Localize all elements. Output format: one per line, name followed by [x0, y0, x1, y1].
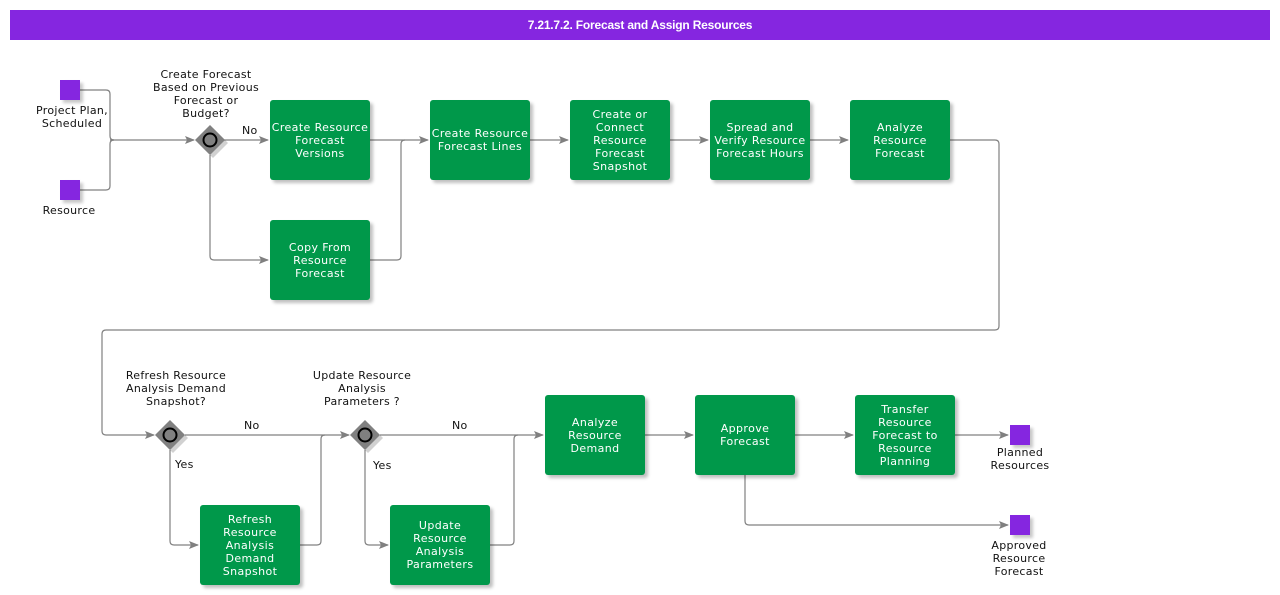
- gateway-gw2[interactable]: [155, 420, 188, 453]
- diagram-title: 7.21.7.2. Forecast and Assign Resources: [10, 10, 1270, 40]
- gateway-gw3[interactable]: [350, 420, 383, 453]
- flow-label-gw3-no: No: [452, 419, 468, 432]
- connector-gw3-yes: [364, 450, 389, 549]
- data-object-planned-resources[interactable]: [1010, 425, 1030, 445]
- gateway-question-gw2: Refresh Resource Analysis Demand Snapsho…: [125, 369, 227, 408]
- connector-gw1-yes: [209, 155, 269, 264]
- task-update-analysis-parameters[interactable]: Update Resource Analysis Parameters: [390, 505, 490, 585]
- task-analyze-resource-forecast[interactable]: Analyze Resource Forecast: [850, 100, 950, 180]
- connector-resource: [80, 139, 115, 191]
- connector-t10-approved: [744, 475, 1009, 529]
- connector-t8-t9: [490, 434, 519, 546]
- gateway-circle-icon: [162, 427, 178, 443]
- task-create-resource-forecast-lines[interactable]: Create Resource Forecast Lines: [430, 100, 530, 180]
- connector-t7-gw3: [300, 434, 326, 546]
- task-approve-forecast[interactable]: Approve Forecast: [695, 395, 795, 475]
- connector-gw2-yes: [169, 450, 199, 549]
- task-analyze-resource-demand[interactable]: Analyze Resource Demand: [545, 395, 645, 475]
- task-transfer-to-resource-planning[interactable]: Transfer Resource Forecast to Resource P…: [855, 395, 955, 475]
- gateway-question-gw1: Create Forecast Based on Previous Foreca…: [152, 68, 260, 120]
- gateway-question-gw3: Update Resource Analysis Parameters ?: [312, 369, 412, 408]
- task-create-resource-forecast-versions[interactable]: Create Resource Forecast Versions: [270, 100, 370, 180]
- data-object-project-plan[interactable]: [60, 80, 80, 100]
- gateway-circle-icon: [202, 132, 218, 148]
- data-label-approved-resource-forecast: Approved Resource Forecast: [991, 539, 1047, 578]
- task-spread-and-verify-hours[interactable]: Spread and Verify Resource Forecast Hour…: [710, 100, 810, 180]
- data-object-resource[interactable]: [60, 180, 80, 200]
- data-label-project-plan: Project Plan, Scheduled: [36, 104, 108, 130]
- data-label-planned-resources: Planned Resources: [990, 446, 1050, 472]
- task-create-or-connect-snapshot[interactable]: Create or Connect Resource Forecast Snap…: [570, 100, 670, 180]
- connector-t2-t3: [370, 139, 406, 261]
- flow-label-gw1-no: No: [242, 124, 258, 137]
- flow-label-gw3-yes: Yes: [373, 459, 392, 472]
- flow-label-gw2-yes: Yes: [175, 458, 194, 471]
- flow-label-gw2-no: No: [244, 419, 260, 432]
- task-copy-from-resource-forecast[interactable]: Copy From Resource Forecast: [270, 220, 370, 300]
- connector-t6-gw2: [101, 139, 1000, 439]
- data-object-approved-resource-forecast[interactable]: [1010, 515, 1030, 535]
- data-label-resource: Resource: [42, 204, 96, 217]
- gateway-gw1[interactable]: [195, 125, 228, 158]
- gateway-circle-icon: [357, 427, 373, 443]
- task-refresh-analysis-demand-snapshot[interactable]: Refresh Resource Analysis Demand Snapsho…: [200, 505, 300, 585]
